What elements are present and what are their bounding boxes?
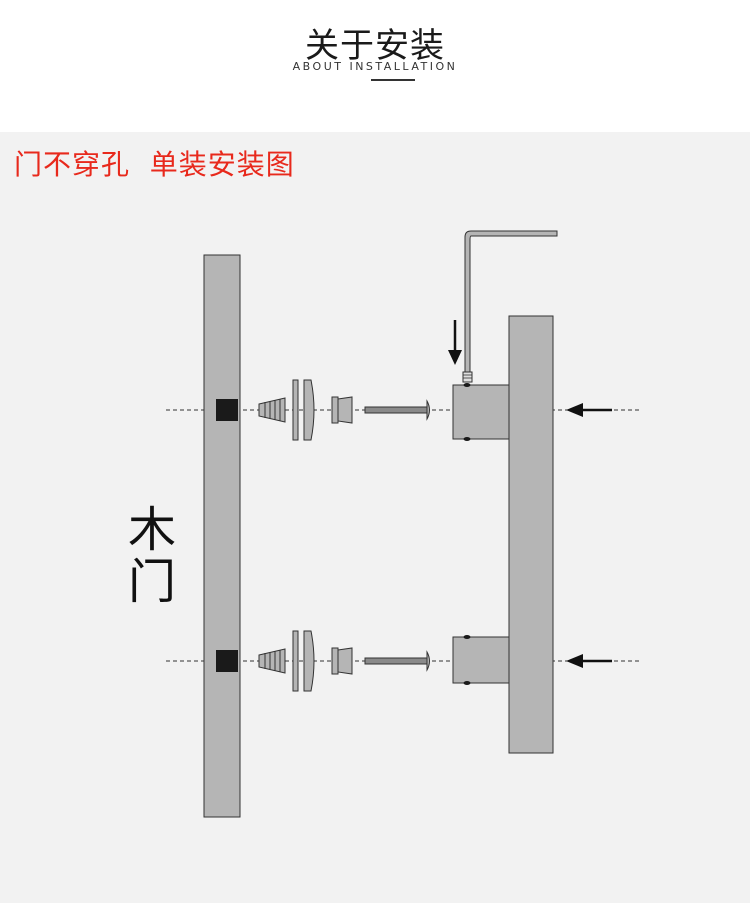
set-screw-hole [463, 681, 471, 685]
wooden-door-label: 木 门 [128, 504, 184, 608]
door-label-char: 木 [128, 502, 177, 558]
bolt-icon [364, 399, 430, 421]
bolt-icon [364, 650, 430, 672]
spacer-sleeve-icon [331, 396, 353, 424]
set-screw-hole [463, 437, 471, 441]
threaded-anchor-icon [258, 648, 286, 674]
handle-bar [508, 315, 554, 754]
header: 关于安装 ABOUT INSTALLATION [0, 0, 750, 132]
door-handle [452, 315, 554, 754]
threaded-anchor-icon [258, 397, 286, 423]
diagram-caption: 门不穿孔 单装安装图 [14, 148, 295, 181]
set-screw-hole [463, 635, 471, 639]
set-screw-hole [463, 383, 471, 387]
handle-standoff-lower [452, 636, 510, 684]
cup-washer-icon [303, 630, 315, 692]
cup-washer-icon [303, 379, 315, 441]
door-label-char: 门 [128, 554, 177, 610]
door-mount-block-lower [216, 650, 238, 672]
flat-washer-icon [292, 630, 299, 692]
flat-washer-icon [292, 379, 299, 441]
arrow-left-icon [566, 654, 612, 668]
arrow-left-icon [566, 403, 612, 417]
spacer-sleeve-icon [331, 647, 353, 675]
diagram-panel [0, 132, 750, 903]
page-subtitle: ABOUT INSTALLATION [292, 60, 458, 73]
wooden-door [203, 254, 241, 818]
page-title: 关于安装 [305, 26, 445, 66]
door-mount-block-upper [216, 399, 238, 421]
hardware-set-upper [258, 379, 430, 441]
allen-key-icon [462, 230, 558, 383]
arrow-down-icon [448, 320, 462, 365]
title-underline [371, 79, 415, 81]
handle-standoff-upper [452, 384, 510, 440]
hardware-set-lower [258, 630, 430, 692]
